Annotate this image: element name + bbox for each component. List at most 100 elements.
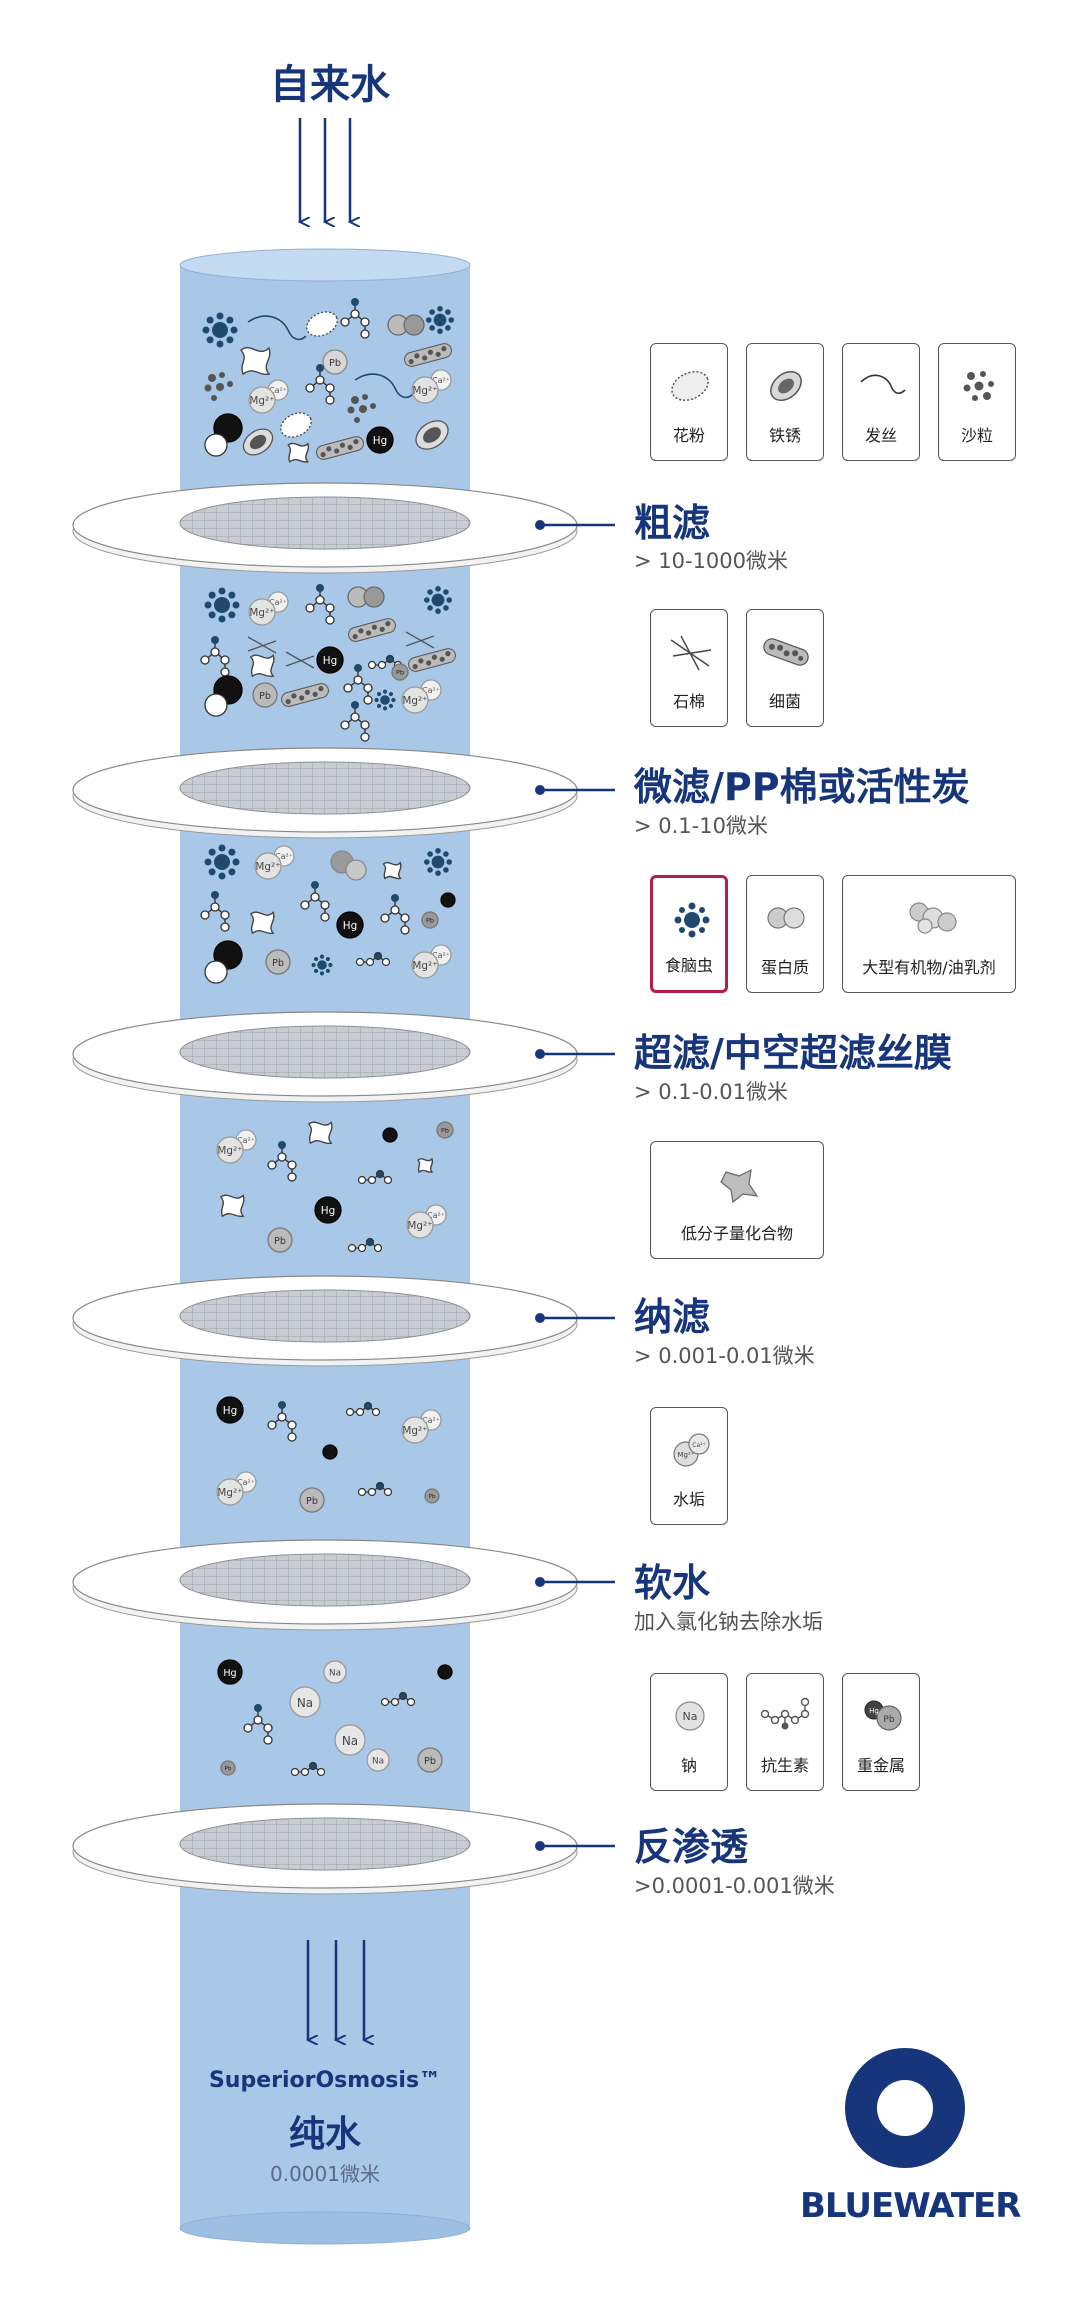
particle-pb-4: Pb bbox=[421, 911, 439, 929]
particle-fibers-2 bbox=[285, 651, 315, 669]
particle-mgca-6-mg: Mg²⁺ bbox=[411, 951, 439, 979]
filter-mesh-6 bbox=[179, 1817, 471, 1871]
particle-molecule-7 bbox=[200, 891, 230, 932]
svg-text:Hg: Hg bbox=[223, 1668, 236, 1679]
svg-text:Ca²⁺: Ca²⁺ bbox=[422, 686, 440, 695]
particle-mgca-10-mg: Mg²⁺ bbox=[216, 1478, 244, 1506]
particle-mgca-4-mg: Mg²⁺ bbox=[401, 686, 429, 714]
particle-bacteria-5 bbox=[281, 683, 329, 707]
particle-pb-6: Pb bbox=[436, 1121, 454, 1139]
particle-blob-5 bbox=[249, 911, 275, 935]
protein-icon bbox=[767, 907, 805, 929]
svg-text:Pb: Pb bbox=[441, 1127, 449, 1135]
hair-icon bbox=[860, 374, 906, 395]
particle-virus-3 bbox=[204, 587, 240, 623]
svg-text:Mg²⁺: Mg²⁺ bbox=[402, 1425, 427, 1437]
svg-text:Mg²⁺: Mg²⁺ bbox=[255, 861, 280, 873]
stage-title-micro: 微滤/PP棉或活性炭 bbox=[634, 765, 970, 809]
particle-sand-2 bbox=[347, 394, 376, 423]
item-card-asbestos: 石棉 bbox=[650, 609, 728, 727]
amoeba-icon bbox=[674, 902, 710, 938]
particle-mgca-8-mg: Mg²⁺ bbox=[406, 1211, 434, 1239]
particle-pb-1: Pb bbox=[322, 349, 348, 375]
particle-virus-5 bbox=[374, 689, 396, 711]
particle-pb-3: Pb bbox=[391, 663, 409, 681]
particle-na-1: Na bbox=[323, 1660, 347, 1684]
bluewater-logo-text: BLUEWATER bbox=[800, 2186, 1021, 2226]
column-bottom bbox=[179, 2211, 471, 2245]
svg-text:Mg²⁺: Mg²⁺ bbox=[249, 607, 274, 619]
svg-text:Pb: Pb bbox=[429, 1494, 436, 1500]
particle-mol2-4 bbox=[347, 1237, 383, 1253]
particle-pollen-1 bbox=[306, 311, 338, 337]
filter-mesh-1 bbox=[179, 496, 471, 550]
particle-sand-1 bbox=[204, 372, 233, 401]
particle-blob-3 bbox=[249, 654, 275, 678]
stage-subtitle-micro: > 0.1-10微米 bbox=[634, 814, 768, 838]
particle-mol2-3 bbox=[357, 1169, 393, 1185]
particle-hg-3: Hg bbox=[336, 911, 364, 939]
particle-bacteria-3 bbox=[348, 618, 396, 642]
particle-mol2-6 bbox=[357, 1481, 393, 1497]
connector-dot-6 bbox=[535, 1841, 545, 1851]
svg-text:Mg²⁺: Mg²⁺ bbox=[217, 1145, 242, 1157]
svg-text:Pb: Pb bbox=[426, 917, 434, 925]
svg-text:Ca²⁺: Ca²⁺ bbox=[422, 1416, 440, 1425]
hm-hg-label: Hg bbox=[869, 1707, 879, 1715]
svg-text:Mg²⁺: Mg²⁺ bbox=[407, 1220, 432, 1232]
particle-molecule-9 bbox=[380, 894, 410, 935]
particle-pollen-2 bbox=[280, 412, 312, 438]
particle-bacteria-1 bbox=[404, 343, 452, 367]
stage-title-ro: 反渗透 bbox=[634, 1825, 749, 1869]
svg-text:Pb: Pb bbox=[225, 1766, 232, 1772]
item-card-protein: 蛋白质 bbox=[746, 875, 824, 993]
particle-mgca-3-mg: Mg²⁺ bbox=[248, 598, 276, 626]
svg-text:Ca²⁺: Ca²⁺ bbox=[275, 852, 293, 861]
compound-icon bbox=[720, 1168, 759, 1204]
svg-text:Hg: Hg bbox=[373, 435, 387, 447]
column-segment-7 bbox=[180, 1866, 470, 2228]
stage-subtitle-coarse: > 10-1000微米 bbox=[634, 549, 789, 573]
particle-hg-6: Hg bbox=[217, 1659, 243, 1685]
svg-text:Na: Na bbox=[329, 1669, 341, 1679]
scale-mg-label: Mg²⁺ bbox=[678, 1451, 695, 1459]
particle-pb-11: Pb bbox=[220, 1760, 236, 1776]
item-card-antibiotic: 抗生素 bbox=[746, 1673, 824, 1791]
particle-black-5 bbox=[382, 1127, 398, 1143]
particle-molecule-3 bbox=[305, 584, 335, 625]
particle-virus-2 bbox=[426, 306, 455, 335]
particle-na-2: Na bbox=[289, 1686, 321, 1718]
particle-blob-8 bbox=[219, 1194, 245, 1218]
sodium-na-label: Na bbox=[683, 1710, 698, 1723]
particle-na-3: Na bbox=[334, 1724, 366, 1756]
particle-hg-2: Hg bbox=[316, 646, 344, 674]
particle-mgca-5-mg: Mg²⁺ bbox=[254, 852, 282, 880]
svg-text:Pb: Pb bbox=[306, 1496, 318, 1507]
particle-virus-7 bbox=[424, 848, 453, 876]
particle-black-6 bbox=[322, 1444, 338, 1460]
svg-text:Pb: Pb bbox=[329, 358, 341, 369]
particle-molecule-8 bbox=[300, 881, 330, 922]
connector-dot-3 bbox=[535, 1049, 545, 1059]
connector-dot-4 bbox=[535, 1313, 545, 1323]
bluewater-logo-icon bbox=[845, 2048, 965, 2168]
stage-subtitle-ultra: > 0.1-0.01微米 bbox=[634, 1080, 789, 1104]
particle-mgca-2-mg: Mg²⁺ bbox=[411, 376, 439, 404]
item-card-scale: Mg²⁺Ca²⁺ 水垢 bbox=[650, 1407, 728, 1525]
particle-pb-8: Pb bbox=[299, 1487, 325, 1513]
connector-dot-2 bbox=[535, 785, 545, 795]
particle-molecule-6 bbox=[340, 701, 370, 742]
particle-molecule-12 bbox=[243, 1704, 273, 1745]
sodium-icon: Na bbox=[675, 1701, 705, 1731]
particle-hg-1: Hg bbox=[366, 426, 394, 454]
filter-mesh-5 bbox=[179, 1553, 471, 1607]
sand-icon bbox=[963, 371, 994, 401]
particle-molecule-10 bbox=[267, 1141, 297, 1182]
particle-mgca-7-mg: Mg²⁺ bbox=[216, 1136, 244, 1164]
svg-text:Mg²⁺: Mg²⁺ bbox=[412, 385, 437, 397]
stage-title-soft: 软水 bbox=[634, 1561, 711, 1605]
particle-virus-1 bbox=[202, 312, 238, 348]
